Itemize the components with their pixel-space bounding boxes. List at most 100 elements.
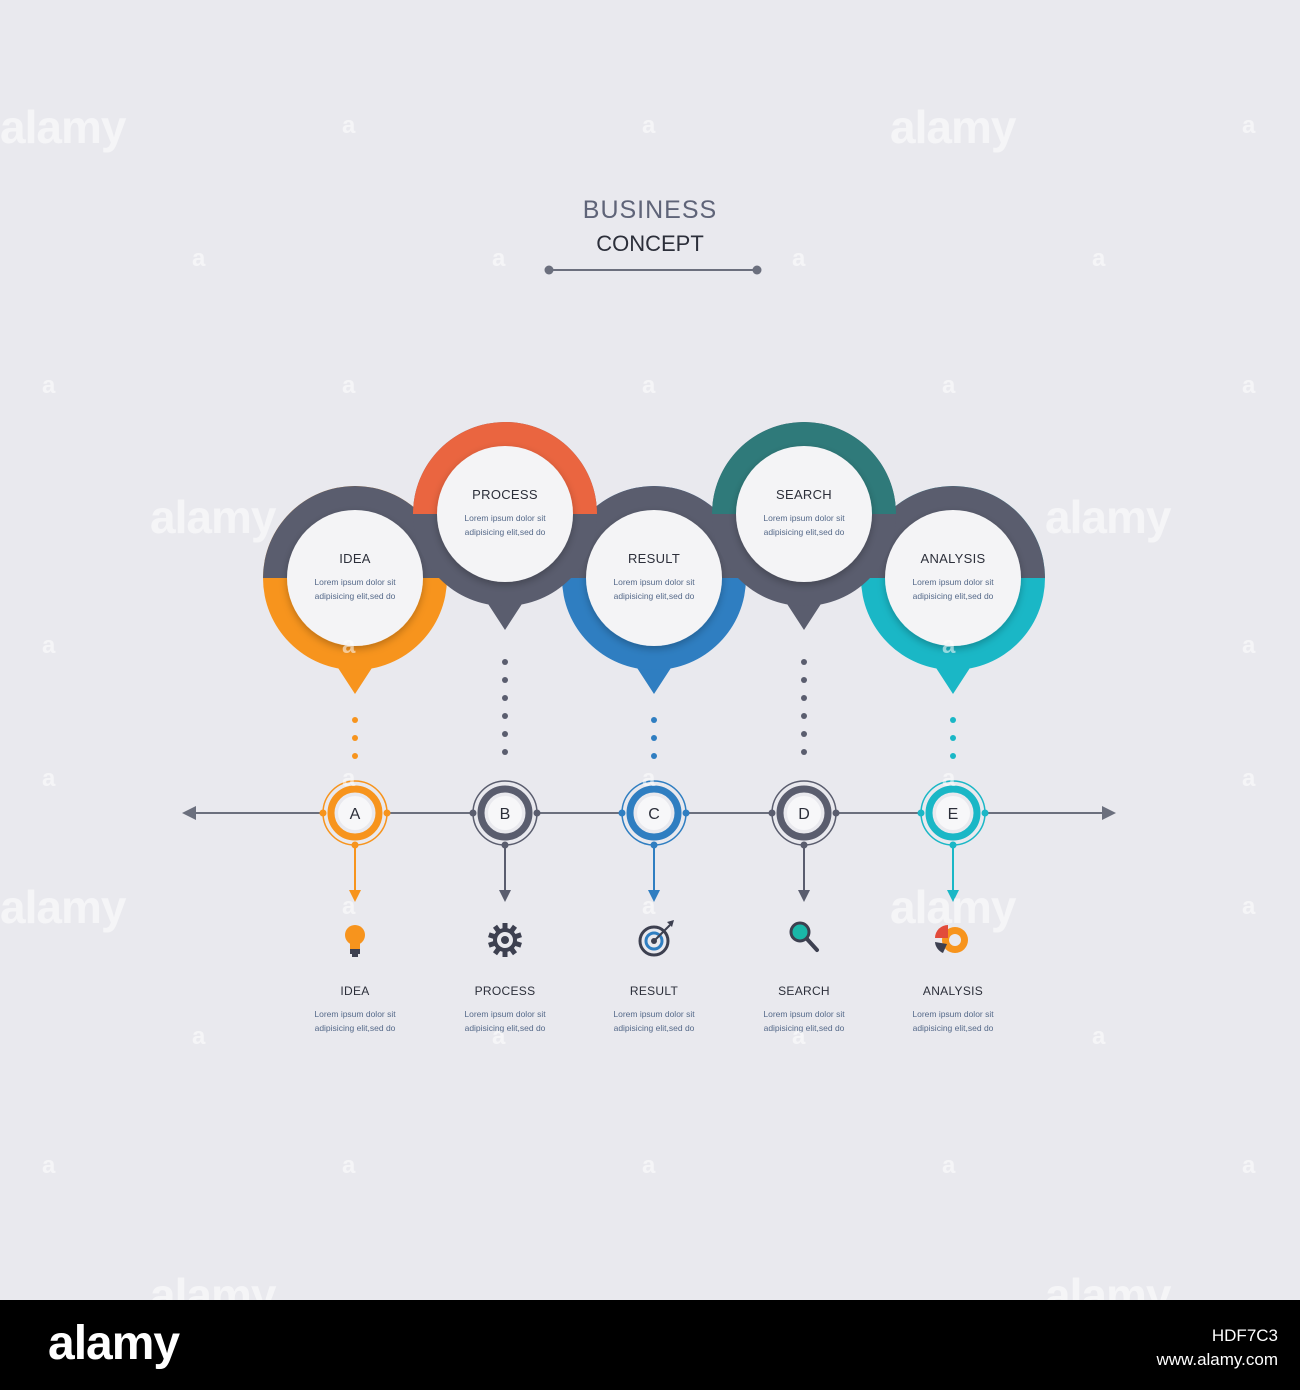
watermark-letter: a	[342, 893, 356, 920]
step-desc-line2: adipisicing elit,sed do	[912, 1023, 994, 1033]
title-business: BUSINESS	[582, 196, 718, 224]
step-title: RESULT	[629, 984, 679, 998]
watermark-letter: a	[342, 765, 356, 792]
pin-title: PROCESS	[472, 487, 538, 502]
title-divider	[544, 265, 762, 275]
connector-dot	[801, 713, 807, 719]
pin-desc-line2: adipisicing elit,sed do	[314, 591, 396, 601]
pin-desc-line1: Lorem ipsum dolor sit	[613, 577, 695, 587]
watermark-letter: a	[942, 372, 956, 399]
connector-dot	[651, 753, 657, 759]
pin-search	[712, 422, 896, 755]
watermark-letter: a	[942, 632, 956, 659]
watermark-letter: a	[642, 1152, 656, 1179]
connector-dot	[950, 753, 956, 759]
watermark-letter: a	[792, 245, 806, 272]
watermark-letter: a	[42, 765, 56, 792]
connector-dot	[651, 717, 657, 723]
node-letter: B	[500, 806, 511, 823]
image-id: HDF7C3	[1211, 1326, 1278, 1345]
step-desc-line2: adipisicing elit,sed do	[464, 1023, 546, 1033]
connector-dot	[502, 713, 508, 719]
step-desc-line1: Lorem ipsum dolor sit	[314, 1009, 396, 1019]
watermark-letter: a	[492, 245, 506, 272]
footer-url: www.alamy.com	[1156, 1350, 1278, 1369]
pin-label-result: RESULT Lorem ipsum dolor sit adipisicing e…	[594, 551, 714, 603]
pin-title: IDEA	[339, 551, 371, 566]
watermark-letter: a	[942, 1152, 956, 1179]
node-b: B	[469, 780, 541, 902]
watermark-text: alamy	[1045, 491, 1171, 543]
step-desc-line1: Lorem ipsum dolor sit	[912, 1009, 994, 1019]
pie-chart-icon	[935, 925, 968, 953]
watermark-letter: a	[942, 765, 956, 792]
watermark-letter: a	[342, 1152, 356, 1179]
connector-dot	[352, 717, 358, 723]
pin-title: RESULT	[627, 551, 681, 566]
pin-title: ANALYSIS	[920, 551, 986, 566]
connector-dot	[801, 731, 807, 737]
connector-dot	[502, 695, 508, 701]
pin-analysis	[861, 486, 1045, 759]
watermark-letter: a	[1242, 1152, 1256, 1179]
watermark-letter: a	[42, 632, 56, 659]
watermark-letter: a	[642, 372, 656, 399]
node-c: C	[618, 780, 690, 902]
node-letter: E	[948, 806, 959, 823]
title-concept: CONCEPT	[596, 231, 704, 256]
connector-dot	[352, 735, 358, 741]
node-e: E	[917, 780, 989, 902]
watermark-letter: a	[642, 112, 656, 139]
watermark-letter: a	[342, 372, 356, 399]
step-title: SEARCH	[778, 984, 830, 998]
connector-dot	[950, 717, 956, 723]
gear-icon	[488, 923, 522, 957]
step-label-idea: IDEA Lorem ipsum dolor sit adipisicing eli…	[295, 984, 415, 1035]
down-arrow-icon	[499, 890, 511, 902]
lightbulb-icon	[345, 925, 365, 957]
step-desc-line1: Lorem ipsum dolor sit	[613, 1009, 695, 1019]
down-arrow-icon	[349, 890, 361, 902]
pin-idea	[263, 486, 447, 759]
watermark-letter: a	[342, 112, 356, 139]
pin-desc-line1: Lorem ipsum dolor sit	[912, 577, 994, 587]
pin-desc-line1: Lorem ipsum dolor sit	[763, 513, 845, 523]
watermark-text: alamy	[890, 881, 1016, 933]
node-letter: A	[350, 806, 361, 823]
pin-desc-line2: adipisicing elit,sed do	[464, 527, 546, 537]
left-arrow-icon	[182, 806, 196, 820]
watermark-letter: a	[42, 372, 56, 399]
down-arrow-icon	[648, 890, 660, 902]
watermark-letter: a	[1242, 372, 1256, 399]
connector-dot	[502, 677, 508, 683]
right-arrow-icon	[1102, 806, 1116, 820]
pin-result	[562, 486, 746, 759]
down-arrow-icon	[947, 890, 959, 902]
step-desc-line2: adipisicing elit,sed do	[613, 1023, 695, 1033]
watermark-letter: a	[1242, 112, 1256, 139]
connector-dot	[651, 735, 657, 741]
timeline-diagram: A B C D E	[182, 265, 1116, 957]
watermark-letter: a	[792, 1023, 806, 1050]
node-d: D	[768, 780, 840, 902]
watermark-letter: a	[642, 765, 656, 792]
pin-desc-line2: adipisicing elit,sed do	[613, 591, 695, 601]
down-arrow-icon	[798, 890, 810, 902]
watermark-letter: a	[492, 1023, 506, 1050]
watermark-letter: a	[1092, 245, 1106, 272]
pin-process	[413, 422, 597, 755]
connector-dot	[502, 659, 508, 665]
step-title: IDEA	[340, 984, 370, 998]
infographic: BUSINESS CONCEPT A B C D E IDEA Lorem ipsum d…	[0, 101, 1256, 1321]
connector-dot	[801, 677, 807, 683]
watermark-text: alamy	[0, 101, 126, 153]
step-desc-line2: adipisicing elit,sed do	[314, 1023, 396, 1033]
node-letter: C	[648, 806, 660, 823]
magnifier-icon	[789, 921, 819, 952]
pin-title: SEARCH	[776, 487, 832, 502]
